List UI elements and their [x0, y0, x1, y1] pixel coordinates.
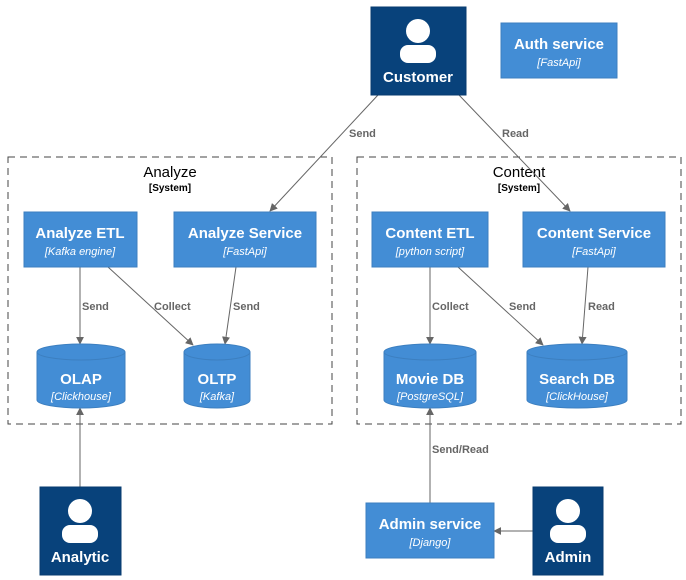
container-analyze-etl-tech: [Kafka engine] [44, 246, 116, 258]
edge-label-customer-content: Read [502, 128, 529, 140]
boundary-content-title: Content [493, 164, 546, 181]
container-content-etl-title: Content ETL [385, 225, 474, 242]
edge-etl-olap: Send [76, 267, 109, 345]
edge-label-contentetl-search: Send [509, 301, 536, 313]
container-auth-service[interactable]: Auth service [FastApi] [500, 22, 618, 79]
boundary-content-type: [System] [498, 183, 540, 194]
database-olap-title: OLAP [60, 371, 102, 388]
edge-label-contentservice-search: Read [588, 301, 615, 313]
person-customer-label: Customer [383, 69, 453, 86]
person-icon [400, 19, 436, 63]
person-analytic-label: Analytic [51, 549, 109, 566]
edge-contentetl-search: Send [457, 266, 544, 346]
container-analyze-service-tech: [FastApi] [222, 246, 267, 258]
container-auth-service-title: Auth service [514, 36, 604, 53]
database-movie-db[interactable]: Movie DB [PostgreSQL] [383, 343, 477, 409]
container-auth-service-tech: [FastApi] [536, 57, 581, 69]
container-admin-service-tech: [Django] [409, 537, 452, 549]
database-oltp-title: OLTP [198, 371, 237, 388]
database-search-db-title: Search DB [539, 371, 615, 388]
container-admin-service-title: Admin service [379, 516, 482, 533]
edge-etl-oltp: Collect [107, 266, 194, 346]
database-olap[interactable]: OLAP [Clickhouse] [36, 343, 126, 409]
container-analyze-etl[interactable]: Analyze ETL [Kafka engine] [23, 211, 138, 268]
container-content-service[interactable]: Content Service [FastApi] [522, 211, 666, 268]
container-admin-service[interactable]: Admin service [Django] [365, 502, 495, 559]
container-analyze-service[interactable]: Analyze Service [FastApi] [173, 211, 317, 268]
container-content-etl[interactable]: Content ETL [python script] [371, 211, 489, 268]
container-content-service-tech: [FastApi] [571, 246, 616, 258]
database-movie-db-title: Movie DB [396, 371, 465, 388]
boundary-analyze: Analyze [System] [7, 156, 333, 425]
person-analytic[interactable]: Analytic [39, 486, 122, 576]
container-content-etl-tech: [python script] [395, 246, 465, 258]
person-icon [550, 499, 586, 543]
edge-label-etl-oltp: Collect [154, 301, 191, 313]
boundary-analyze-title: Analyze [143, 164, 196, 181]
edge-contentetl-movie: Collect [426, 267, 469, 345]
person-admin[interactable]: Admin [532, 486, 604, 576]
person-customer[interactable]: Customer [370, 6, 467, 96]
database-movie-db-tech: [PostgreSQL] [396, 391, 464, 403]
edge-customer-content: Read [458, 94, 571, 212]
boundary-analyze-type: [System] [149, 183, 191, 194]
container-content-service-title: Content Service [537, 225, 651, 242]
database-oltp-tech: [Kafka] [199, 391, 235, 403]
container-analyze-etl-title: Analyze ETL [35, 225, 124, 242]
edge-admin-movie: Send/Read [426, 407, 489, 503]
edge-label-customer-analyze: Send [349, 128, 376, 140]
edge-service-oltp: Send [222, 266, 260, 345]
edge-label-etl-olap: Send [82, 301, 109, 313]
database-search-db[interactable]: Search DB [ClickHouse] [526, 343, 628, 409]
edge-label-contentetl-movie: Collect [432, 301, 469, 313]
database-search-db-tech: [ClickHouse] [545, 391, 609, 403]
database-oltp[interactable]: OLTP [Kafka] [183, 343, 251, 409]
edge-label-admin-movie: Send/Read [432, 444, 489, 456]
person-icon [62, 499, 98, 543]
person-admin-label: Admin [545, 549, 592, 566]
database-olap-tech: [Clickhouse] [50, 391, 112, 403]
container-analyze-service-title: Analyze Service [188, 225, 302, 242]
edge-customer-analyze: Send [269, 94, 379, 212]
edge-contentservice-search: Read [578, 266, 615, 345]
edge-label-service-oltp: Send [233, 301, 260, 313]
